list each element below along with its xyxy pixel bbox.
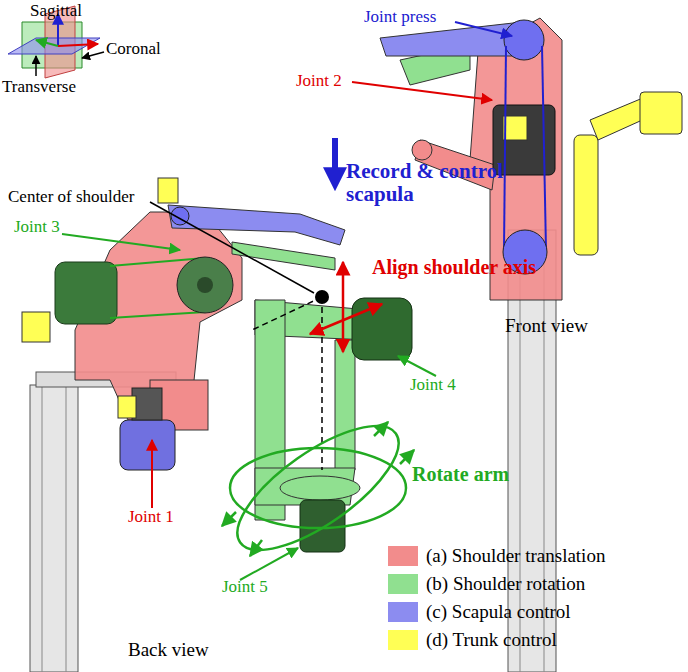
leader-arrow bbox=[151, 440, 153, 508]
joint-label: Joint press bbox=[364, 8, 436, 27]
function-label: Record & control scapula bbox=[346, 160, 526, 206]
align-arrow bbox=[310, 304, 382, 334]
shoulder-center bbox=[315, 290, 329, 304]
motor-label-plate bbox=[503, 116, 527, 140]
rotation-arrowhead bbox=[222, 512, 236, 526]
legend-text: (a) Shoulder translation bbox=[426, 545, 605, 567]
leader-arrow bbox=[455, 22, 512, 36]
axis-line bbox=[252, 297, 322, 330]
rotation-arrowhead bbox=[374, 422, 388, 436]
plane-label: Coronal bbox=[106, 40, 161, 59]
legend-text: (d) Trunk control bbox=[426, 629, 557, 651]
plane-label: Sagittal bbox=[30, 2, 82, 21]
back-view-drawing bbox=[22, 138, 436, 672]
belt bbox=[542, 46, 546, 250]
legend-swatch bbox=[388, 602, 418, 622]
align-arrow bbox=[342, 262, 345, 352]
leader-arrow bbox=[240, 548, 298, 580]
legend-entry: (c) Scapula control bbox=[388, 601, 571, 623]
point-label: Center of shoulder bbox=[8, 188, 135, 207]
legend-swatch bbox=[388, 574, 418, 594]
belt bbox=[110, 312, 205, 318]
rotation-arrowhead bbox=[400, 450, 414, 464]
pulley-hub bbox=[197, 277, 213, 293]
record-arrow bbox=[332, 138, 338, 184]
trunk-link bbox=[574, 135, 598, 255]
legend-entry: (d) Trunk control bbox=[388, 629, 557, 651]
leader-arrow bbox=[352, 82, 492, 100]
function-label: Rotate arm bbox=[412, 463, 509, 485]
view-label: Front view bbox=[505, 316, 588, 337]
joint-label: Joint 5 bbox=[222, 578, 268, 597]
rotation-arrowhead bbox=[250, 540, 262, 556]
leader-arrow bbox=[82, 52, 104, 58]
pulley bbox=[504, 20, 544, 60]
scapula-arm bbox=[168, 205, 345, 245]
motor bbox=[55, 262, 117, 324]
joint-label: Joint 3 bbox=[14, 218, 60, 237]
joint-label: Joint 1 bbox=[128, 508, 174, 527]
leader-arrow bbox=[62, 234, 180, 250]
legend-swatch bbox=[388, 546, 418, 566]
column-groove bbox=[66, 385, 67, 672]
rotation-arrow bbox=[230, 448, 406, 528]
joint-label: Joint 4 bbox=[410, 376, 456, 395]
rotation-ring bbox=[280, 476, 360, 500]
leader-arrow bbox=[35, 56, 37, 76]
motor bbox=[120, 420, 175, 470]
trunk-block bbox=[22, 312, 50, 342]
front-view-drawing bbox=[352, 18, 682, 672]
legend-text: (c) Scapula control bbox=[426, 601, 571, 623]
belt bbox=[504, 46, 506, 250]
leader-arrow bbox=[398, 356, 436, 376]
axis-arrow bbox=[58, 44, 98, 46]
motor bbox=[352, 298, 412, 360]
aluminum-column bbox=[30, 385, 78, 672]
pivot bbox=[412, 140, 432, 160]
function-label: Align shoulder axis bbox=[372, 256, 536, 278]
axis-arrow bbox=[36, 40, 58, 46]
trunk-block bbox=[118, 396, 136, 418]
legend-entry: (b) Shoulder rotation bbox=[388, 573, 585, 595]
transverse-plane bbox=[8, 38, 100, 54]
trunk-block bbox=[158, 178, 178, 203]
rotation-arrow bbox=[220, 404, 417, 572]
pulley bbox=[177, 257, 233, 313]
joint-label: Joint 2 bbox=[296, 72, 342, 91]
view-label: Back view bbox=[128, 640, 209, 661]
trunk-block bbox=[640, 92, 682, 134]
column-groove bbox=[42, 385, 43, 672]
legend-text: (b) Shoulder rotation bbox=[426, 573, 585, 595]
legend-swatch bbox=[388, 630, 418, 650]
leader-line bbox=[150, 202, 314, 293]
plane-label: Transverse bbox=[2, 78, 76, 97]
legend-entry: (a) Shoulder translation bbox=[388, 545, 605, 567]
